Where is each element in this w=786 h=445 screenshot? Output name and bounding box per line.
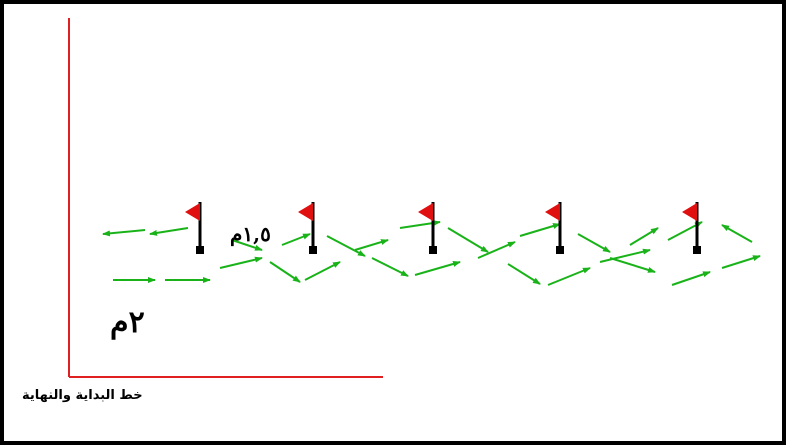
flags — [185, 202, 701, 254]
arrow-icon — [371, 257, 409, 277]
flag-icon — [185, 202, 204, 254]
arrow-icon — [149, 227, 189, 236]
flag-base — [693, 246, 701, 254]
arrow-icon — [304, 261, 341, 281]
flag-cloth — [298, 203, 313, 221]
start-finish-line — [68, 18, 383, 378]
flag-spacing-label: ١,٥م — [230, 222, 271, 246]
flag-icon — [418, 202, 437, 254]
arrow-icon — [414, 261, 461, 276]
flag-cloth — [185, 203, 200, 221]
flag-base — [196, 246, 204, 254]
arrow-icon — [671, 271, 711, 286]
arrow-icon — [721, 224, 753, 243]
arrow-icon — [281, 233, 311, 246]
arrow-icon — [102, 229, 146, 237]
arrow-icon — [219, 256, 263, 269]
flag-icon — [298, 202, 317, 254]
arrow-icon — [231, 239, 263, 251]
flag-base — [309, 246, 317, 254]
arrow-icon — [609, 257, 656, 273]
arrow-icon — [269, 261, 301, 283]
arrow-icon — [354, 239, 389, 251]
flag-cloth — [682, 203, 697, 221]
arrow-icon — [477, 241, 516, 259]
arrow-icon — [577, 233, 611, 253]
arrow-icon — [326, 235, 366, 257]
arrow-icon — [519, 223, 561, 237]
arrow-icon — [507, 263, 541, 285]
flag-cloth — [418, 203, 433, 221]
distance-label: ٢م — [110, 305, 145, 340]
flag-base — [429, 246, 437, 254]
flag-icon — [682, 202, 701, 254]
arrow-icon — [629, 227, 659, 246]
flag-cloth — [545, 203, 560, 221]
arrow-icon — [547, 267, 591, 286]
movement-arrows — [102, 220, 761, 286]
start-finish-line-label: خط البداية والنهاية — [22, 388, 143, 403]
flag-icon — [545, 202, 564, 254]
arrow-icon — [599, 248, 651, 263]
arrow-icon — [447, 227, 489, 253]
arrow-icon — [721, 255, 761, 269]
flag-base — [556, 246, 564, 254]
